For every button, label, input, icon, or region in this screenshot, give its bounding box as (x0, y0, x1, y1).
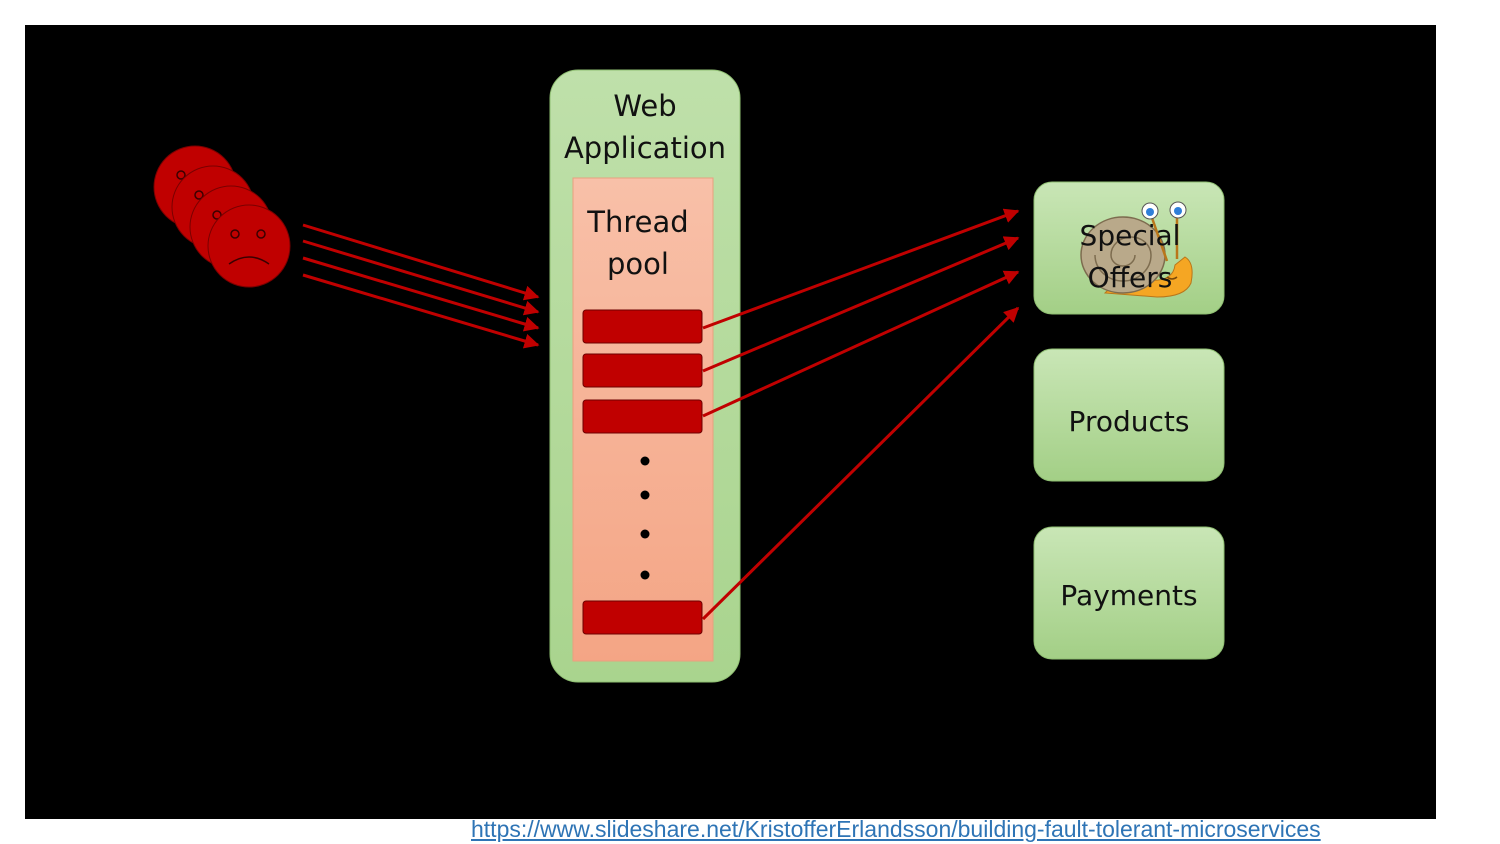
products-service: Products (1033, 348, 1225, 482)
request-arrow (302, 256, 540, 332)
outgoing-request-arrows (701, 208, 1020, 621)
special-offers-service: Special Offers (1033, 181, 1225, 315)
payments-label: Payments (1060, 579, 1197, 612)
products-label: Products (1069, 405, 1190, 438)
slide-canvas: Web Application Thread pool (25, 25, 1436, 819)
threads (582, 309, 703, 635)
service-call-arrow (702, 208, 1020, 330)
service-call-arrow (701, 306, 1020, 621)
busy-thread (582, 309, 703, 344)
thread-pool-label-line1: Thread (586, 205, 688, 239)
busy-thread (582, 399, 703, 434)
architecture-diagram: Web Application Thread pool (153, 69, 1225, 683)
source-link[interactable]: https://www.slideshare.net/KristofferErl… (471, 816, 1321, 842)
payments-service: Payments (1033, 526, 1225, 660)
thread-pool-label-line2: pool (607, 247, 669, 281)
web-app-title-line2: Application (564, 131, 726, 165)
request-arrow (302, 273, 540, 349)
ellipsis-dots (640, 456, 650, 580)
request-arrow (302, 223, 540, 301)
special-offers-label-line1: Special (1080, 219, 1181, 252)
snail-icon (1080, 201, 1193, 298)
special-offers-label-line2: Offers (1088, 261, 1173, 294)
busy-thread (582, 600, 703, 635)
incoming-request-arrows (302, 223, 540, 349)
sad-face-icon (153, 145, 291, 288)
request-arrow (302, 239, 540, 316)
web-app-title-line1: Web (613, 89, 676, 123)
service-call-arrow (702, 236, 1020, 373)
busy-thread (582, 353, 703, 388)
service-call-arrow (702, 270, 1020, 418)
